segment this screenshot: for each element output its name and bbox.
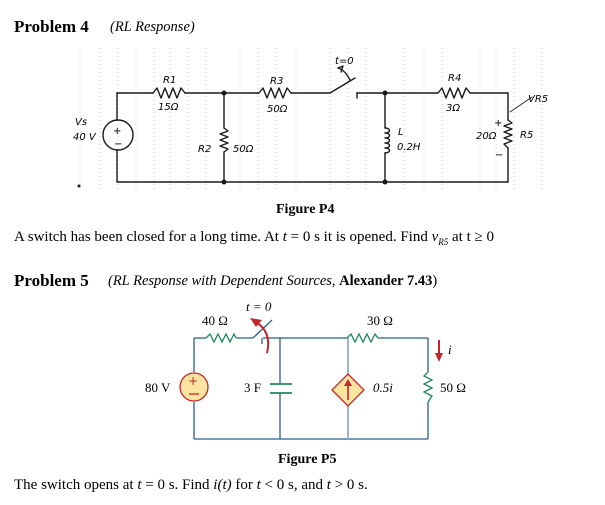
r4-value: 3Ω (446, 103, 460, 114)
r1-name: R1 (163, 75, 176, 86)
current-arrow-i (435, 353, 443, 362)
vs-value: 40 V (73, 132, 97, 143)
statement-text: = 0 s it is opened. Find (286, 229, 432, 245)
subtitle-bold: Alexander 7.43 (339, 273, 433, 289)
resistor-40 (205, 332, 237, 344)
vs-minus: − (114, 139, 122, 150)
resistor-r5 (503, 119, 513, 149)
p5-switch-label: t = 0 (246, 299, 272, 314)
capacitor-label: 3 F (244, 380, 261, 395)
resistor-50 (422, 371, 434, 403)
statement-var-it: i(t) (213, 477, 232, 493)
vs-name: Vs (75, 117, 87, 128)
statement-text: A switch has been closed for a long time… (14, 229, 283, 245)
resistor-r3 (258, 87, 292, 99)
problem5-statement: The switch opens at t = 0 s. Find i(t) f… (14, 477, 368, 494)
statement-text: at t ≥ 0 (448, 229, 494, 245)
r3-name: R3 (270, 76, 283, 87)
stray-mark (77, 184, 81, 188)
p4-switch-label: t=0 (335, 56, 354, 67)
resistor-r2 (219, 127, 229, 153)
figure-p5-caption: Figure P5 (278, 452, 337, 467)
vs-plus: + (113, 126, 121, 137)
r1-value: 15Ω (158, 102, 179, 113)
statement-text: < 0 s, and (260, 477, 327, 493)
problem5-subtitle: (RL Response with Dependent Sources, Ale… (108, 273, 437, 290)
r5-minus: − (495, 150, 503, 161)
figure-p4-caption: Figure P4 (276, 202, 335, 217)
current-label-i: i (448, 342, 452, 357)
switch-arrow (337, 67, 351, 81)
dependent-source-label: 0.5i (373, 380, 393, 395)
inductor-value: 0.2H (397, 142, 421, 153)
inductor-name: L (398, 127, 404, 138)
resistor-r4 (437, 87, 471, 99)
problem4-title: Problem 4 (14, 17, 89, 36)
r2-value: 50Ω (233, 144, 254, 155)
r5-value: 20Ω (476, 131, 497, 142)
node-dot (382, 179, 388, 185)
statement-var-v: v (431, 229, 439, 245)
inductor-l (384, 127, 391, 154)
node-dot (221, 179, 227, 185)
node-dot (382, 90, 388, 96)
voltage-source-80v (179, 372, 209, 402)
r50-label: 50 Ω (440, 380, 466, 395)
statement-text: > 0 s. (330, 477, 368, 493)
r4-name: R4 (448, 73, 461, 84)
subtitle-close: ) (432, 273, 438, 289)
problem4-statement: A switch has been closed for a long time… (14, 229, 494, 247)
statement-var-t: t (282, 229, 287, 245)
statement-text: for (231, 477, 257, 493)
switch-blade (329, 77, 356, 94)
figure-p5-circuit: + 40 Ω 30 Ω 50 Ω 80 V 3 F 0.5i t = 0 i (145, 299, 466, 440)
problem4-subtitle: (RL Response) (110, 19, 195, 35)
r30-label: 30 Ω (367, 313, 393, 328)
paper-grid (79, 48, 543, 192)
r2-name: R2 (198, 144, 211, 155)
r5-name: R5 (520, 130, 533, 141)
source-80v-label: 80 V (145, 380, 171, 395)
statement-var-t: t (137, 477, 142, 493)
statement-text: The switch opens at (14, 477, 138, 493)
problem5-title: Problem 5 (14, 271, 89, 290)
r3-value: 50Ω (267, 104, 288, 115)
statement-subscript: R5 (438, 237, 449, 247)
r5-plus: + (494, 118, 502, 129)
voltage-source-vs (102, 119, 134, 151)
statement-var-t: t (326, 477, 331, 493)
node-dot (221, 90, 227, 96)
resistor-r1 (152, 87, 186, 99)
resistor-30 (346, 332, 379, 344)
vr5-label: VR5 (528, 94, 548, 105)
subtitle-italic: (RL Response with Dependent Sources, (108, 273, 340, 289)
statement-var-t: t (256, 477, 261, 493)
source-plus: + (188, 374, 198, 388)
figure-p4-circuit: + − Vs 40 V R1 15Ω R2 50Ω R3 50Ω t=0 L 0… (73, 48, 548, 192)
r40-label: 40 Ω (202, 313, 228, 328)
statement-text: = 0 s. Find (141, 477, 214, 493)
